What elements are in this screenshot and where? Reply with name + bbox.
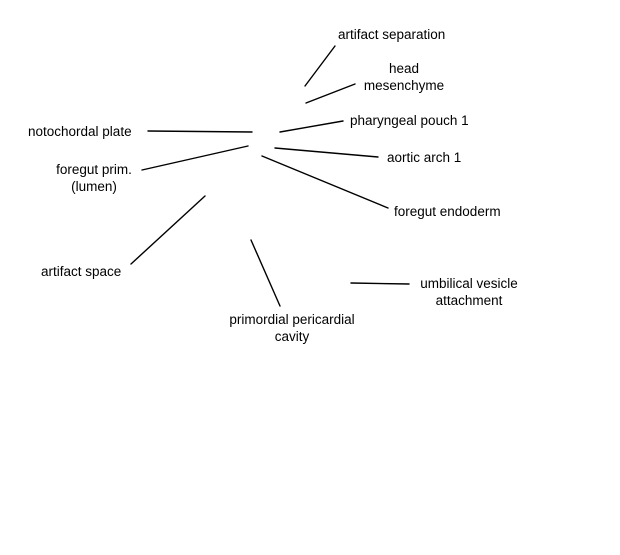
leader-line-umbilical-vesicle-attachment <box>350 282 410 285</box>
label-text: cavity <box>274 329 310 344</box>
label-text: (lumen) <box>71 179 117 194</box>
leader-line-artifact-separation <box>304 45 336 87</box>
label-notochordal-plate: notochordal plate <box>28 123 132 140</box>
label-text: pharyngeal pouch 1 <box>350 113 469 128</box>
label-head-mesenchyme: head mesenchyme <box>360 60 448 94</box>
label-text: foregut endoderm <box>394 204 501 219</box>
leader-line-pharyngeal-pouch-1 <box>279 120 344 133</box>
label-text: aortic arch 1 <box>387 150 462 165</box>
label-text: mesenchyme <box>363 78 445 93</box>
leader-line-notochordal-plate <box>147 130 253 133</box>
label-artifact-space: artifact space <box>41 263 121 280</box>
label-text: artifact space <box>41 264 122 279</box>
label-text: foregut prim. <box>56 162 132 177</box>
label-foregut-endoderm: foregut endoderm <box>394 203 501 220</box>
leader-line-aortic-arch-1 <box>274 147 379 158</box>
label-text: head <box>388 61 420 76</box>
leader-line-primordial-pericardial-cavity <box>250 239 281 307</box>
label-text: artifact separation <box>338 27 446 42</box>
leader-line-foregut-prim-lumen <box>141 145 249 171</box>
label-aortic-arch-1: aortic arch 1 <box>387 149 461 166</box>
leader-line-artifact-space <box>130 195 206 265</box>
label-primordial-pericardial-cavity: primordial pericardial cavity <box>218 311 366 345</box>
label-pharyngeal-pouch-1: pharyngeal pouch 1 <box>350 112 469 129</box>
label-text: attachment <box>435 293 503 308</box>
label-text: primordial pericardial <box>229 312 355 327</box>
leader-line-head-mesenchyme <box>305 83 356 104</box>
label-text: notochordal plate <box>28 124 132 139</box>
label-text: umbilical vesicle <box>420 276 518 291</box>
label-artifact-separation: artifact separation <box>338 26 445 43</box>
label-umbilical-vesicle-attachment: umbilical vesicle attachment <box>410 275 528 309</box>
label-foregut-prim-lumen: foregut prim. (lumen) <box>46 161 142 195</box>
leader-line-foregut-endoderm <box>261 155 389 209</box>
